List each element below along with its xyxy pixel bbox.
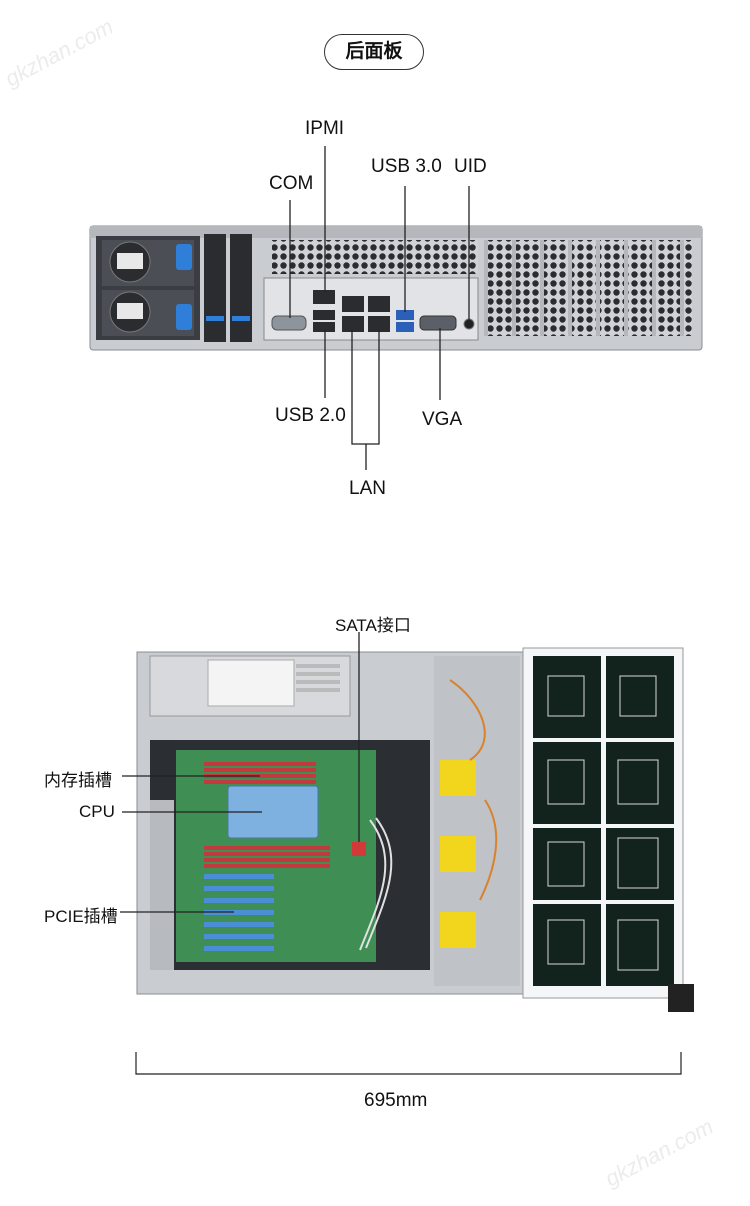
label-ipmi: IPMI — [305, 118, 345, 139]
label-memory-slot: 内存插槽 — [44, 771, 112, 790]
label-com: COM — [269, 173, 314, 194]
label-pcie-slot: PCIE插槽 — [44, 907, 118, 926]
label-vga: VGA — [422, 409, 463, 430]
label-lan: LAN — [349, 478, 386, 499]
rear-panel-title: 后面板 — [324, 34, 424, 70]
label-sata: SATA接口 — [335, 616, 411, 635]
label-cpu: CPU — [79, 802, 115, 821]
label-uid: UID — [454, 156, 487, 177]
label-usb2: USB 2.0 — [275, 405, 346, 426]
label-usb3: USB 3.0 — [371, 156, 442, 177]
rear-panel-image — [89, 146, 703, 470]
dimension-label: 695mm — [364, 1090, 428, 1111]
